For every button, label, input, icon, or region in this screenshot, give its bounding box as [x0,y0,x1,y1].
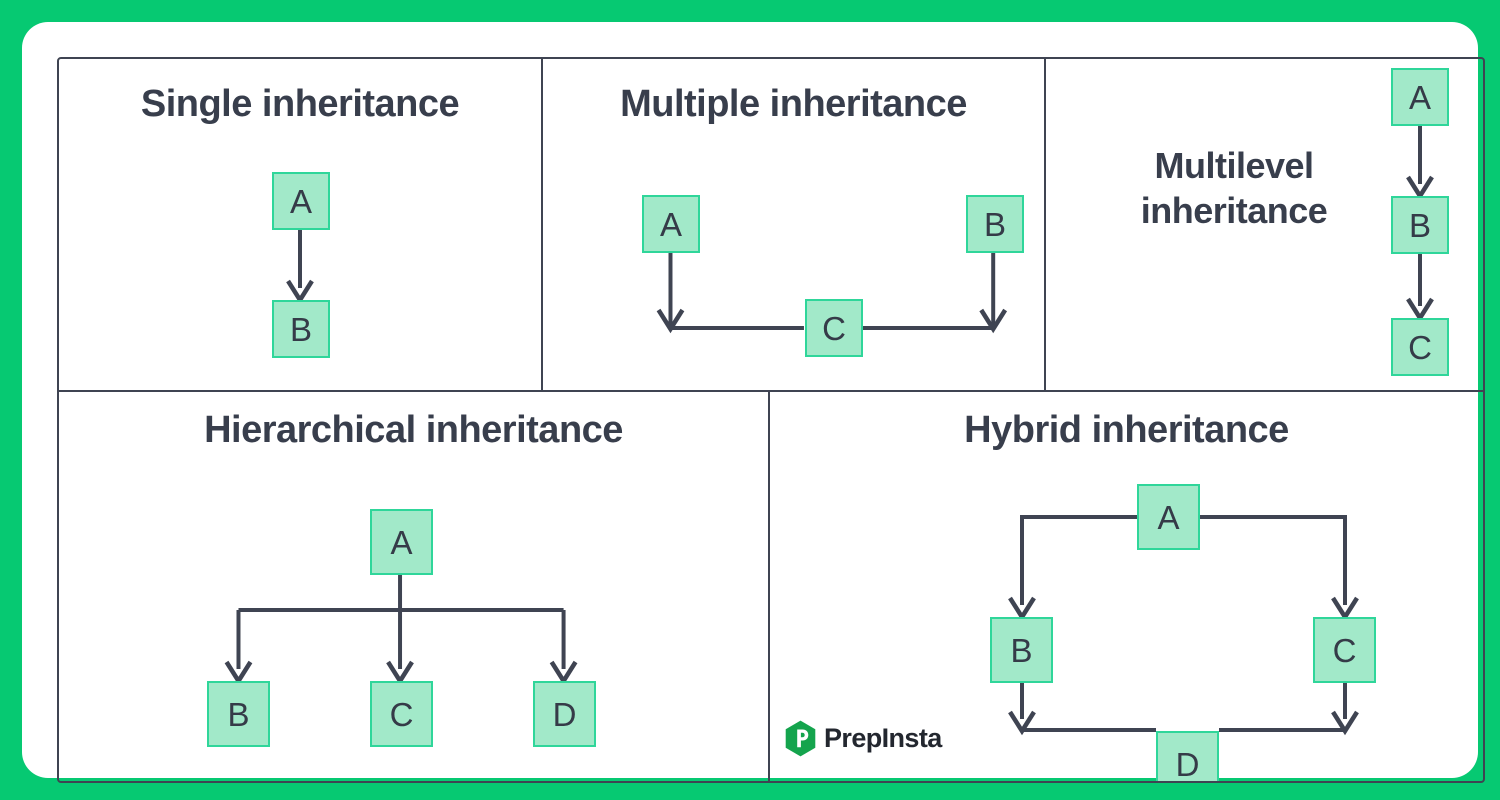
class-node-d: D [1156,731,1219,781]
panel-title-hierarchical: Hierarchical inheritance [204,409,623,451]
panel-title-hybrid: Hybrid inheritance [964,409,1289,451]
inheritance-diagram-grid: Single inheritance A B Multiple inherita… [57,57,1485,783]
prepinsta-wordmark: PrepInsta [824,723,942,753]
class-node-c: C [1313,617,1376,683]
panel-title-single: Single inheritance [140,83,460,125]
class-node-b: B [966,195,1024,253]
panel-single-inheritance: Single inheritance A B [59,59,543,392]
panel-title-multilevel: Multilevel inheritance [1140,145,1328,231]
class-node-c: C [1391,318,1449,376]
white-card: Single inheritance A B Multiple inherita… [22,22,1485,783]
class-node-b: B [990,617,1053,683]
class-node-d: D [533,681,596,747]
prepinsta-hexagon-p-icon [785,720,816,757]
prepinsta-logo: PrepInsta [784,720,942,757]
panel-title-multiple: Multiple inheritance [620,83,967,125]
class-node-a: A [642,195,700,253]
grid-row-divider [59,390,1483,392]
panel-multilevel-inheritance: Multilevel inheritance A B C [1046,59,1483,392]
class-node-a: A [1391,68,1449,126]
class-node-c: C [805,299,863,357]
class-node-a: A [272,172,330,230]
class-node-b: B [1391,196,1449,254]
panel-multiple-inheritance: Multiple inheritance A B C [543,59,1046,392]
class-node-b: B [207,681,270,747]
class-node-c: C [370,681,433,747]
class-node-a: A [370,509,433,575]
class-node-b: B [272,300,330,358]
class-node-a: A [1137,484,1200,550]
panel-hierarchical-inheritance: Hierarchical inheritance A B C [59,392,770,781]
panel-hybrid-inheritance: Hybrid inheritance [770,392,1483,781]
